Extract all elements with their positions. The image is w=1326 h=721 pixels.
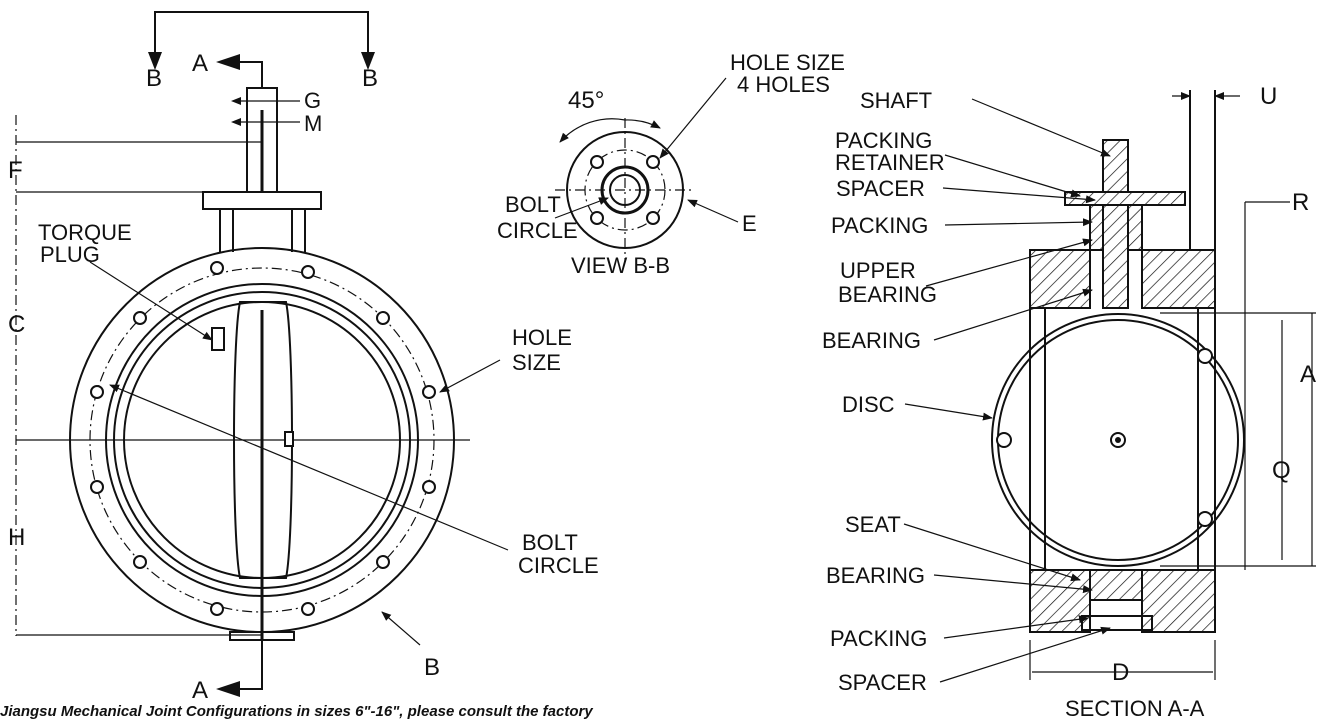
upper-bearing-label-line2: BEARING	[838, 282, 937, 307]
section-disc	[991, 313, 1245, 567]
hole-size-label-line2: SIZE	[512, 350, 561, 375]
flange-bolt-holes	[90, 261, 436, 616]
bolt-circle	[89, 267, 435, 613]
dim-a-label: A	[1300, 361, 1316, 388]
packing-retainer-label-line1: PACKING	[835, 128, 932, 153]
packing-retainer-label-line2: RETAINER	[835, 150, 945, 175]
hole-size-label-line1: HOLE	[512, 325, 572, 350]
dim-r-label: R	[1292, 189, 1309, 216]
view-bb-hole-size-line1: HOLE SIZE	[730, 50, 845, 75]
section-aa-title: SECTION A-A	[1065, 696, 1205, 721]
disc	[233, 301, 293, 579]
packing-top-label: PACKING	[831, 213, 928, 238]
top-flange	[202, 191, 322, 210]
view-cut-line	[148, 11, 375, 70]
upper-bearing-label-line1: UPPER	[840, 258, 916, 283]
view-bb-bolt-circle-line2: CIRCLE	[497, 218, 578, 243]
flange-b-label: B	[424, 654, 440, 681]
section-cut-arrow-bottom	[216, 640, 263, 697]
section-shaft	[1102, 139, 1129, 309]
footer-note: Jiangsu Mechanical Joint Configurations …	[0, 703, 593, 720]
dim-u-label: U	[1260, 83, 1277, 110]
bearing-bottom-label: BEARING	[826, 563, 925, 588]
section-aa: U R A Q D SHAFT PACKING RETAINER SPACER …	[822, 83, 1316, 721]
view-bb-title: VIEW B-B	[571, 253, 670, 278]
spacer-top-label: SPACER	[836, 176, 925, 201]
dim-c-label: C	[8, 311, 25, 338]
torque-plug-label-line1: TORQUE	[38, 220, 132, 245]
shaft-label: SHAFT	[860, 88, 932, 113]
view-bb-bolt-circle-line1: BOLT	[505, 192, 561, 217]
section-cut-label-top: A	[192, 50, 208, 77]
section-cut-arrow-top	[216, 54, 263, 88]
torque-plug-label-line2: PLUG	[40, 242, 100, 267]
dim-m-label: M	[304, 111, 322, 136]
view-cut-label-right: B	[362, 65, 378, 92]
dim-f-label: F	[8, 157, 23, 184]
section-cut-label-bottom: A	[192, 677, 208, 704]
dim-g-label: G	[304, 88, 321, 113]
front-view: B B A A G M F C	[8, 11, 599, 704]
packing-bottom-label: PACKING	[830, 626, 927, 651]
disc-label: DISC	[842, 392, 895, 417]
spacer-bottom-label: SPACER	[838, 670, 927, 695]
view-cut-label-left: B	[146, 65, 162, 92]
bolt-circle-label-line1: BOLT	[522, 530, 578, 555]
view-bb-dim-e: E	[742, 211, 757, 236]
seat-label: SEAT	[845, 512, 901, 537]
dim-q-label: Q	[1272, 457, 1291, 484]
dim-h-label: H	[8, 524, 25, 551]
view-bb-angle-label: 45°	[568, 87, 604, 114]
view-bb-hole-size-line2: 4 HOLES	[737, 72, 830, 97]
bolt-circle-label-line2: CIRCLE	[518, 553, 599, 578]
bearing-top-label: BEARING	[822, 328, 921, 353]
view-bb: 45° HOLE SIZE 4 HOLES BOLT CIRCLE E VIEW…	[497, 50, 845, 278]
dim-d-label: D	[1112, 659, 1129, 686]
